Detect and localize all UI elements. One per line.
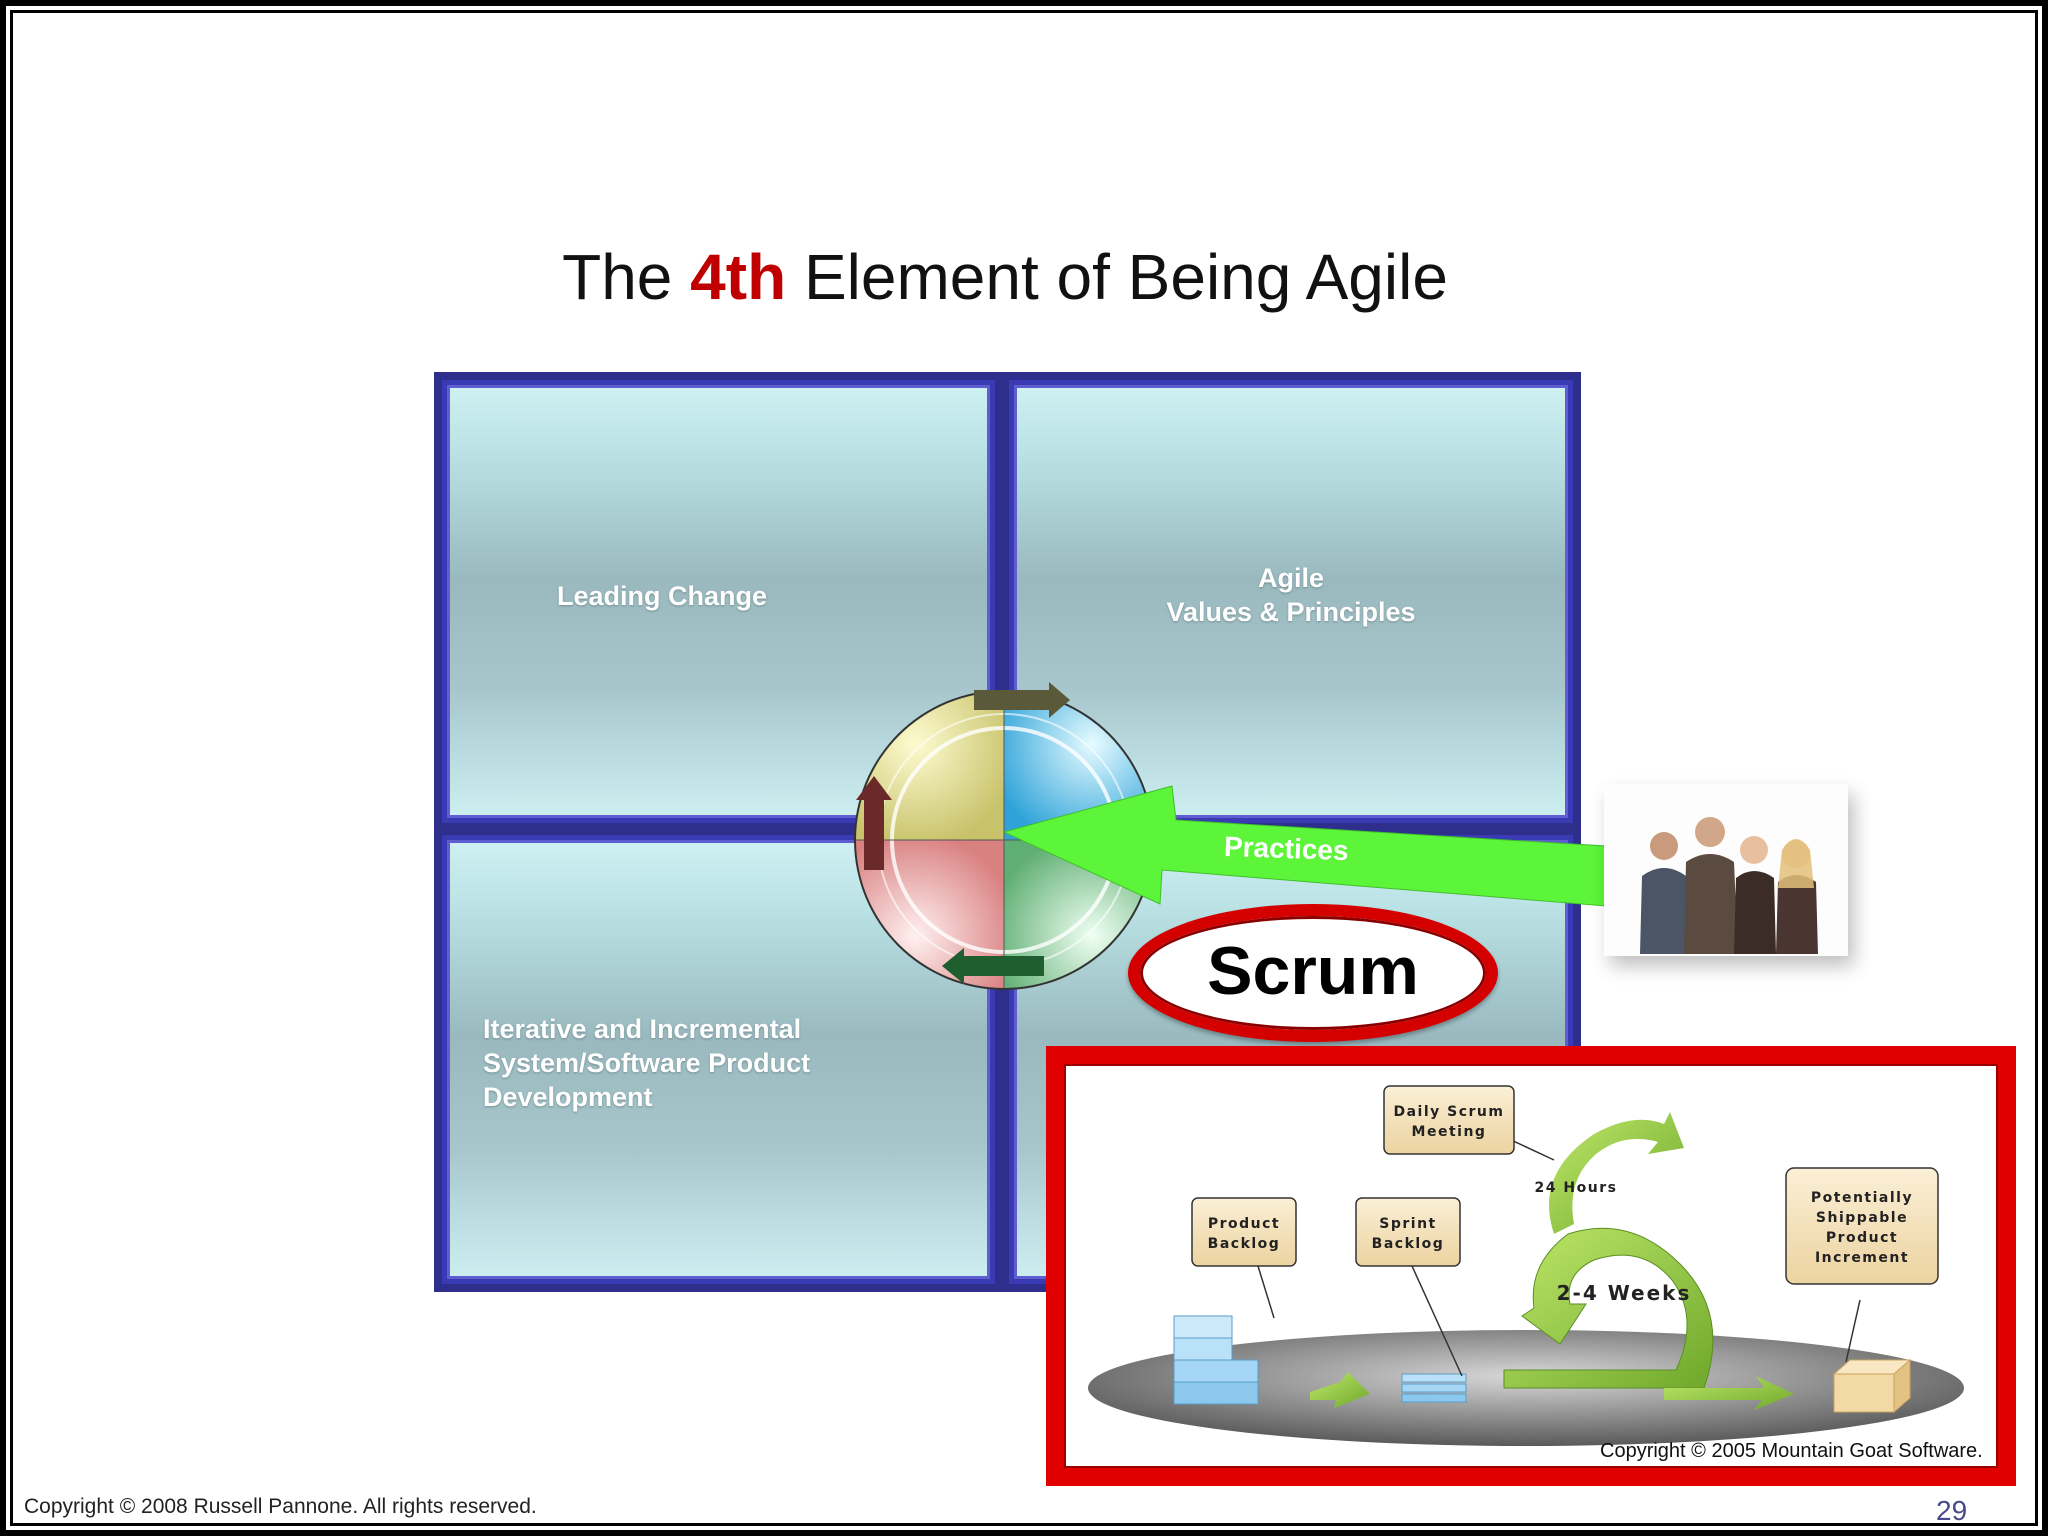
daily-scrum-box <box>1383 1085 1515 1155</box>
sprint-cycle-arrow-icon <box>1503 1227 1714 1389</box>
sprint-backlog-line2: Backlog <box>1372 1236 1445 1252</box>
output-arrow-icon <box>1664 1376 1794 1410</box>
increment-line4: Increment <box>1815 1250 1909 1266</box>
quadrant-label-agile-values: Agile Values & Principles <box>1014 561 1568 629</box>
product-backlog-box <box>1191 1197 1297 1267</box>
slide-inner-border <box>10 10 2038 1526</box>
increment-line3: Product <box>1826 1230 1898 1246</box>
daily-cycle-arrow-icon <box>1549 1112 1684 1234</box>
increment-box <box>1785 1167 1939 1285</box>
daily-line1: Daily Scrum <box>1393 1104 1504 1120</box>
product-backlog-line2: Backlog <box>1208 1236 1281 1252</box>
slide-copyright: Copyright © 2008 Russell Pannone. All ri… <box>24 1495 537 1518</box>
slide-title: The 4th Element of Being Agile <box>0 240 2010 314</box>
sprint-backlog-line1: Sprint <box>1379 1216 1436 1232</box>
sprint-backlog-stack-icon <box>1401 1373 1467 1403</box>
product-increment-box-icon <box>1832 1358 1912 1414</box>
title-prefix: The <box>562 241 691 313</box>
increment-line2: Shippable <box>1816 1210 1908 1226</box>
increment-line1: Potentially <box>1811 1190 1913 1206</box>
iterative-line2: System/Software Product <box>483 1048 811 1078</box>
people-icon <box>1604 784 1848 956</box>
small-arrow-icon <box>1310 1372 1370 1408</box>
iterative-line1: Iterative and Incremental <box>483 1014 802 1044</box>
practices-label: Practices <box>1223 830 1350 867</box>
agile-line1: Agile <box>1257 563 1324 593</box>
quadrant-label-leading-change: Leading Change <box>557 581 768 611</box>
product-backlog-line1: Product <box>1208 1216 1280 1232</box>
weeks-label: 2-4 Weeks <box>1557 1281 1692 1305</box>
iterative-line3: Development <box>483 1082 653 1112</box>
quadrant-label-iterative: Iterative and Incremental System/Softwar… <box>483 1012 810 1114</box>
agile-line2: Values & Principles <box>1166 597 1416 627</box>
scrum-label: Scrum <box>1207 933 1419 1009</box>
hours-label: 24 Hours <box>1535 1180 1618 1196</box>
practices-arrow <box>1002 785 1607 907</box>
team-photo <box>1604 784 1848 956</box>
product-backlog-stack-icon <box>1173 1315 1259 1405</box>
mountain-goat-copyright: Copyright © 2005 Mountain Goat Software. <box>1600 1440 1983 1462</box>
title-suffix: Element of Being Agile <box>786 241 1448 313</box>
page-number: 29 <box>1936 1495 1968 1526</box>
title-accent: 4th <box>690 241 787 313</box>
scrum-process-diagram: Daily Scrum Meeting Product Backlog Spri… <box>1046 1046 2016 1486</box>
sprint-backlog-box <box>1355 1197 1461 1267</box>
scrum-process-svg: Daily Scrum Meeting Product Backlog Spri… <box>1088 1085 1964 1446</box>
daily-line2: Meeting <box>1412 1124 1487 1140</box>
